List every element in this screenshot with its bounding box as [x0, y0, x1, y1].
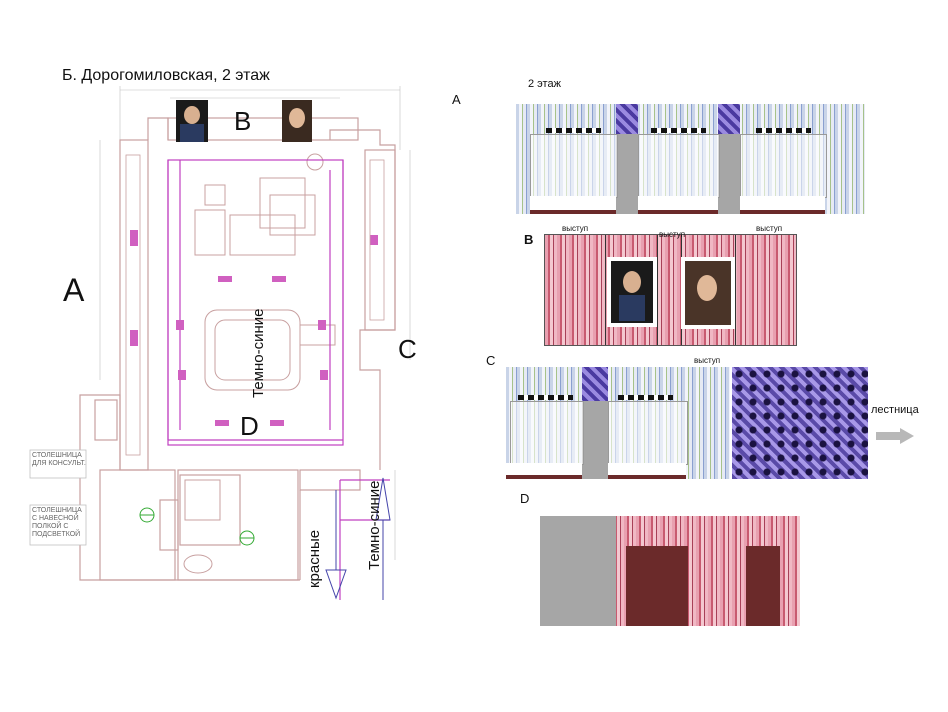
portrait-man-icon — [176, 100, 208, 142]
elevation-c-stairs: лестница — [871, 404, 919, 416]
elevation-b — [544, 234, 797, 346]
elevation-d-label: D — [520, 491, 530, 506]
portrait-woman-icon — [282, 100, 312, 142]
elevation-c-label: C — [486, 353, 496, 368]
elevation-c — [506, 367, 730, 479]
portrait-woman-icon — [685, 261, 731, 325]
note-shelf: СТОЛЕШНИЦА С НАВЕСНОЙ ПОЛКОЙ С ПОДСВЕТКО… — [32, 507, 82, 538]
note-cashier: СТОЛЕШНИЦА ДЛЯ КОНСУЛЬТ. — [32, 452, 86, 467]
portrait-man-icon — [611, 261, 653, 323]
elevation-d — [540, 516, 800, 626]
elevation-a-label: A — [452, 92, 461, 107]
plan-label-dark-blue-center: Темно-синие — [250, 308, 267, 398]
elevation-b-ledge-left: выступ — [562, 224, 589, 233]
plan-label-d: D — [240, 411, 259, 441]
elevation-a — [516, 104, 865, 214]
elevation-b-ledge-mid: выступ — [659, 230, 686, 239]
elevation-c-pattern-wall — [732, 367, 868, 479]
elevation-b-ledge-right: выступ — [756, 224, 783, 233]
plan-label-red: красные — [306, 529, 323, 588]
plan-label-a: A — [63, 272, 85, 308]
plan-label-dark-blue-right: Темно-синие — [366, 480, 383, 570]
arrow-right-icon-head — [900, 428, 914, 444]
plan-label-b: B — [234, 106, 252, 136]
elevation-b-label: B — [524, 232, 534, 247]
elevation-a-caption: 2 этаж — [528, 78, 561, 90]
elevation-c-ledge: выступ — [694, 356, 721, 365]
page-title: Б. Дорогомиловская, 2 этаж — [62, 67, 270, 84]
plan-label-c: C — [398, 334, 417, 364]
arrow-right-icon — [876, 432, 900, 440]
